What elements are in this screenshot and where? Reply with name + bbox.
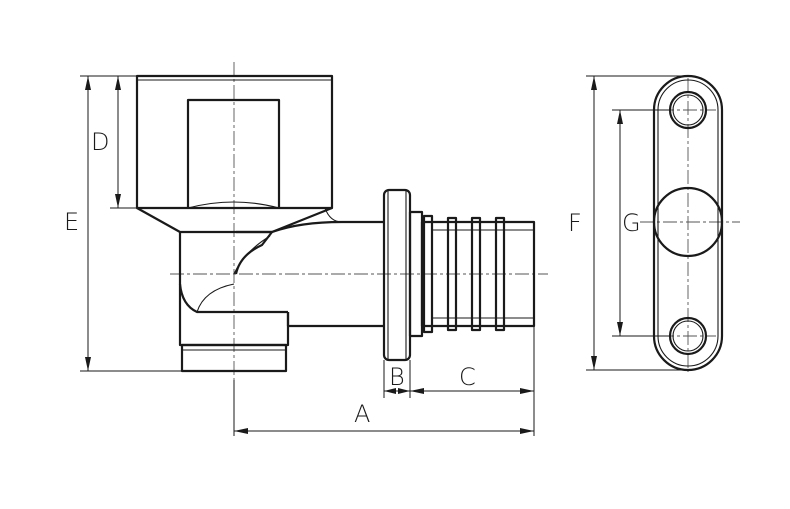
label-C: C bbox=[459, 363, 476, 391]
label-D: D bbox=[91, 128, 109, 156]
dimension-lines bbox=[80, 75, 688, 436]
label-F: F bbox=[568, 209, 582, 237]
label-B: B bbox=[389, 363, 405, 391]
arm-top-edge bbox=[271, 220, 384, 234]
top-bore bbox=[186, 98, 281, 208]
flange-and-spigot bbox=[382, 188, 536, 362]
lower-thread bbox=[180, 343, 288, 373]
block-taper bbox=[136, 206, 333, 234]
fitting-body bbox=[135, 74, 384, 373]
label-G: G bbox=[622, 209, 641, 237]
top-nut-block bbox=[135, 74, 334, 210]
label-A: A bbox=[354, 400, 370, 428]
center-boss bbox=[652, 186, 724, 258]
arm-bottom-edge bbox=[286, 312, 384, 328]
dimension-labels: D E A B C F G bbox=[64, 128, 641, 428]
label-E: E bbox=[64, 208, 79, 236]
